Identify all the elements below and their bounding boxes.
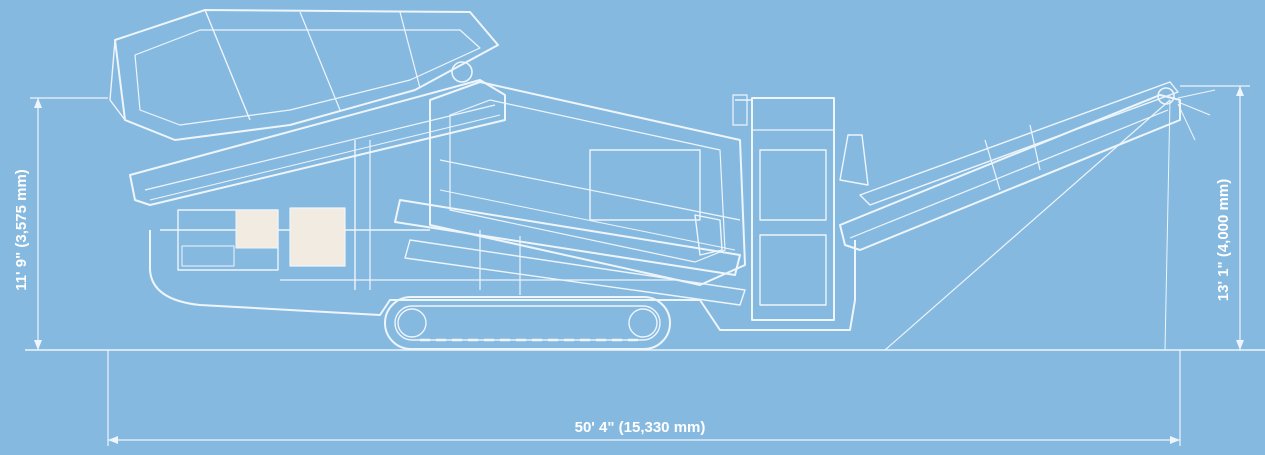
machine-outline	[109, 9, 1216, 351]
height-dimension-left: 11' 9" (3,575 mm)	[13, 97, 108, 350]
discharge-conveyor	[839, 81, 1181, 251]
elevator-tower	[732, 94, 869, 321]
crawler-track	[384, 296, 671, 350]
feeder-belt	[129, 61, 506, 206]
length-dimension: 50' 4" (15,330 mm)	[107, 350, 1181, 446]
screen-box	[429, 81, 746, 286]
height-label-right: 13' 1" (4,000 mm)	[1215, 179, 1232, 301]
engine-panels	[177, 140, 371, 290]
height-dimension-right: 13' 1" (4,000 mm)	[1180, 85, 1250, 350]
height-label-left: 11' 9" (3,575 mm)	[13, 169, 30, 291]
under-screen-conveyors	[394, 199, 746, 306]
stockpile-cone	[884, 89, 1216, 351]
length-label: 50' 4" (15,330 mm)	[575, 419, 706, 436]
feed-hopper	[109, 9, 499, 141]
